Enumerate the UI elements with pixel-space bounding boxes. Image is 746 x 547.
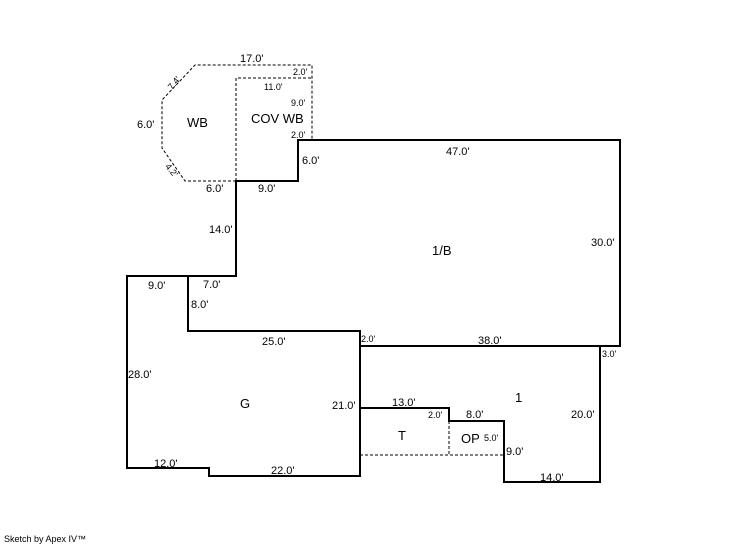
dim: 9.0': [506, 446, 523, 458]
dim: 11.0': [264, 82, 283, 92]
dim: 21.0': [332, 400, 356, 412]
dim: 2.0': [291, 130, 306, 140]
dim: 47.0': [446, 146, 470, 158]
wb-outline: [161, 64, 313, 182]
area-main: 1/B: [432, 243, 452, 258]
area-cov-wb: COV WB: [251, 111, 304, 126]
t-op-outline: [360, 421, 504, 456]
dim: 9.0': [148, 280, 165, 292]
dim: 38.0': [478, 335, 502, 347]
dim: 5.0': [484, 433, 499, 443]
dim: 13.0': [392, 397, 416, 409]
dim: 17.0': [240, 53, 264, 65]
dim: 2.0': [361, 334, 376, 344]
dim: 14.0': [209, 224, 233, 236]
dim: 9.0': [291, 98, 306, 108]
dim: 20.0': [571, 409, 595, 421]
main-outline: [126, 139, 621, 483]
area-first: 1: [515, 390, 522, 405]
area-garage: G: [240, 396, 250, 411]
dim: 30.0': [591, 237, 615, 249]
dim: 6.0': [137, 119, 154, 131]
dim: 14.0': [540, 472, 564, 484]
dim: 12.0': [154, 458, 178, 470]
dim: 2.0': [293, 67, 308, 77]
area-wb: WB: [187, 115, 208, 130]
garage-divider: [187, 276, 361, 408]
dim: 8.0': [191, 299, 208, 311]
dim: 3.0': [602, 349, 617, 359]
dim: 22.0': [271, 465, 295, 477]
dim: 28.0': [128, 369, 152, 381]
dim: 8.0': [466, 409, 483, 421]
area-t: T: [398, 428, 406, 443]
dim: 6.0': [206, 183, 223, 195]
dim: 2.0': [428, 410, 443, 420]
dim: 9.0': [258, 183, 275, 195]
dim: 25.0': [262, 336, 286, 348]
area-op: OP: [461, 431, 480, 446]
dim: 7.4': [166, 74, 183, 92]
dim: 7.0': [203, 279, 220, 291]
dim: 4.2': [163, 162, 180, 180]
cov-wb-outline: [235, 77, 312, 181]
dim: 6.0': [302, 155, 319, 167]
sketch-credit: Sketch by Apex IV™: [4, 534, 87, 544]
